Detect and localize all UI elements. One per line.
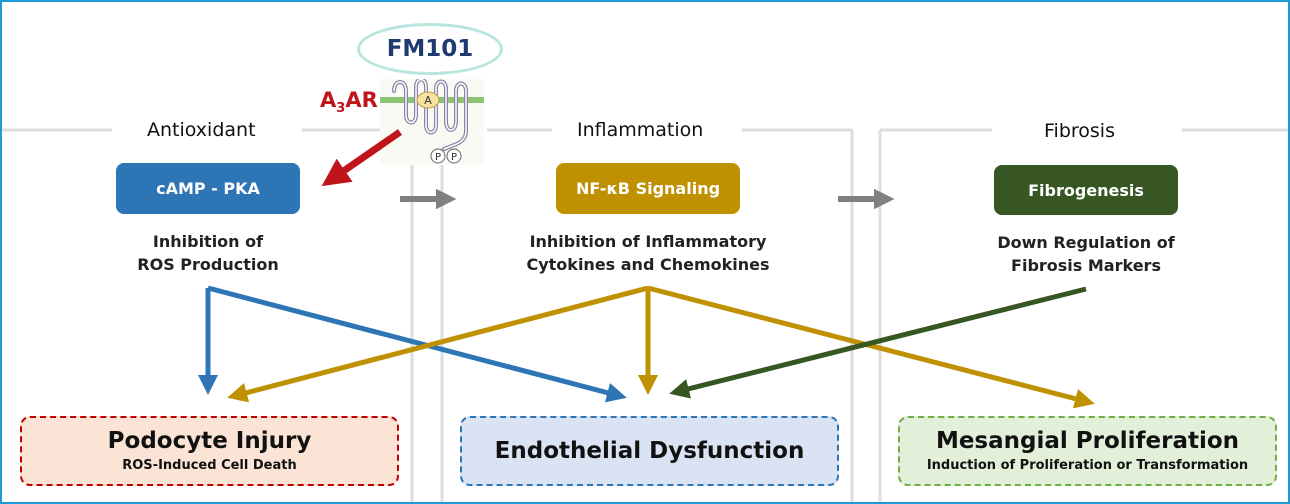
effect-line: Cytokines and Chemokines <box>526 255 770 274</box>
drug-label: FM101 <box>357 23 503 75</box>
section-title-inflammation: Inflammation <box>567 118 714 142</box>
section-title-fibrosis: Fibrosis <box>1034 119 1125 143</box>
outcome-title: Endothelial Dysfunction <box>494 438 805 464</box>
activation-arrow <box>321 129 402 187</box>
outcome-title: Podocyte Injury <box>107 428 312 454</box>
outcome-subtitle: Induction of Proliferation or Transforma… <box>926 458 1249 473</box>
outcome-mesangial-proliferation: Mesangial Proliferation Induction of Pro… <box>898 416 1277 486</box>
svg-text:A: A <box>424 94 432 107</box>
svg-text:P: P <box>451 152 457 163</box>
arrow-antioxidant-endothelial <box>207 285 627 403</box>
outcome-endothelial-dysfunction: Endothelial Dysfunction <box>460 416 839 486</box>
effect-line: Fibrosis Markers <box>1011 256 1161 275</box>
arrow-inflammation-podocyte <box>227 285 649 403</box>
receptor-label: A3AR <box>320 88 378 117</box>
outcome-subtitle: ROS-Induced Cell Death <box>122 458 297 473</box>
pathway-camp-pka: cAMP - PKA <box>116 163 300 214</box>
receptor-icon: A P P <box>380 79 484 165</box>
outcome-title: Mesangial Proliferation <box>935 428 1240 454</box>
effect-line: Down Regulation of <box>997 233 1175 252</box>
pathway-nfkb: NF-κB Signaling <box>556 163 740 214</box>
section-title-antioxidant: Antioxidant <box>137 118 266 142</box>
effect-line: Inhibition of Inflammatory <box>529 232 767 251</box>
effect-line: ROS Production <box>137 255 279 274</box>
effect-antioxidant: Inhibition of ROS Production <box>58 230 358 276</box>
effect-line: Inhibition of <box>152 232 264 251</box>
pathway-fibrogenesis: Fibrogenesis <box>994 165 1178 215</box>
outcome-podocyte-injury: Podocyte Injury ROS-Induced Cell Death <box>20 416 399 486</box>
effect-inflammation: Inhibition of Inflammatory Cytokines and… <box>478 230 818 276</box>
arrow-fibrosis-endothelial <box>669 286 1087 399</box>
ligand-icon <box>416 91 440 109</box>
svg-text:P: P <box>435 152 441 163</box>
effect-fibrosis: Down Regulation of Fibrosis Markers <box>936 231 1236 277</box>
